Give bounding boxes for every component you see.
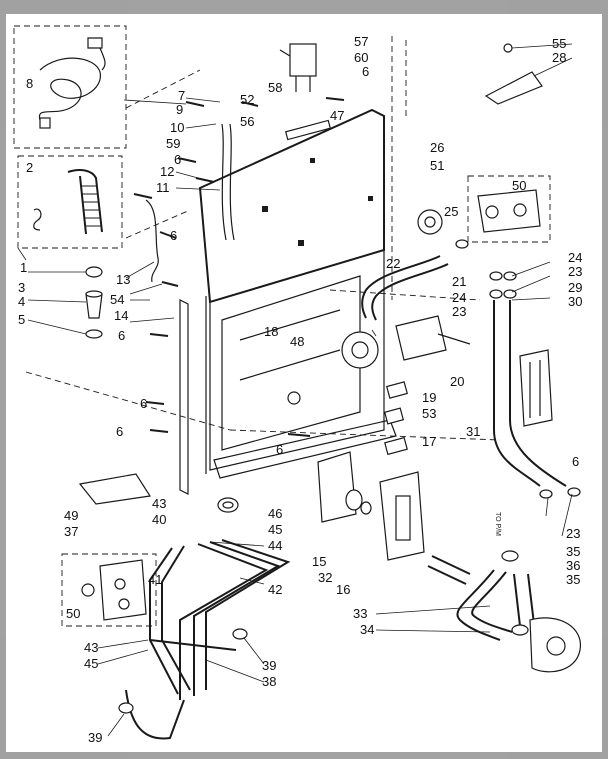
drain-connector-stack (85, 266, 103, 339)
callout-2: 2 (26, 160, 33, 175)
callout-41: 41 (148, 572, 162, 587)
callout-3: 3 (18, 280, 25, 295)
callout-43-a: 43 (152, 496, 166, 511)
callout-31: 31 (466, 424, 480, 439)
callout-35-b: 35 (566, 572, 580, 587)
guide-lines (25, 36, 501, 441)
power-cord-inset (13, 25, 127, 149)
callout-60: 60 (354, 50, 368, 65)
callout-47: 47 (330, 108, 344, 123)
callout-9: 9 (176, 102, 183, 117)
callout-13: 13 (116, 272, 130, 287)
callout-52: 52 (240, 92, 254, 107)
callout-59: 59 (166, 136, 180, 151)
callout-45-b: 45 (84, 656, 98, 671)
callout-6-b: 6 (170, 228, 177, 243)
callout-6-a: 6 (174, 152, 181, 167)
callout-8: 8 (26, 76, 33, 91)
callout-19: 19 (422, 390, 436, 405)
switch-assembly (279, 43, 332, 141)
callout-6-c: 6 (118, 328, 125, 343)
callout-21: 21 (452, 274, 466, 289)
callout-25: 25 (444, 204, 458, 219)
callout-43-b: 43 (84, 640, 98, 655)
callout-30: 30 (568, 294, 582, 309)
callout-7: 7 (178, 88, 185, 103)
callout-6-d: 6 (116, 424, 123, 439)
callout-45-a: 45 (268, 522, 282, 537)
lower-valve-inset (61, 553, 157, 627)
callout-23-c: 23 (566, 526, 580, 541)
callout-40: 40 (152, 512, 166, 527)
callout-50-a: 50 (512, 178, 526, 193)
callout-49: 49 (64, 508, 78, 523)
pump-filter (317, 451, 425, 561)
callout-23-a: 23 (452, 304, 466, 319)
callout-54: 54 (110, 292, 124, 307)
callout-58: 58 (268, 80, 282, 95)
callout-46: 46 (268, 506, 282, 521)
callout-18: 18 (264, 324, 278, 339)
callout-24-b: 24 (568, 250, 582, 265)
callout-32: 32 (318, 570, 332, 585)
callout-4: 4 (18, 294, 25, 309)
callout-11: 11 (156, 180, 170, 195)
callout-42: 42 (268, 582, 282, 597)
hose-bracket (519, 349, 553, 427)
callout-29: 29 (568, 280, 582, 295)
callout-48: 48 (290, 334, 304, 349)
callout-6-e: 6 (362, 64, 369, 79)
water-valve-inset (417, 175, 551, 249)
callout-10: 10 (170, 120, 184, 135)
leader-lines (17, 43, 573, 737)
callout-34: 34 (360, 622, 374, 637)
callout-55: 55 (552, 36, 566, 51)
callout-51: 51 (430, 158, 444, 173)
callout-39-a: 39 (262, 658, 276, 673)
drain-hose-assembly (427, 550, 581, 673)
callout-24-a: 24 (452, 290, 466, 305)
fill-hose (361, 255, 449, 321)
callout-38: 38 (262, 674, 276, 689)
callout-6-f: 6 (276, 442, 283, 457)
callout-57: 57 (354, 34, 368, 49)
callout-5: 5 (18, 312, 25, 327)
callout-33: 33 (353, 606, 367, 621)
callout-15: 15 (312, 554, 326, 569)
callout-23-b: 23 (568, 264, 582, 279)
callout-53: 53 (422, 406, 436, 421)
callout-6-g: 6 (572, 454, 579, 469)
callout-36: 36 (566, 558, 580, 573)
callout-numbers: 8 2 1 3 4 5 7 9 10 59 6 12 11 6 13 54 14… (18, 34, 582, 745)
callout-17: 17 (422, 434, 436, 449)
small-components (383, 315, 471, 456)
callout-28: 28 (552, 50, 566, 65)
inlet-hoses (489, 271, 581, 499)
callout-26: 26 (430, 140, 444, 155)
callout-37: 37 (64, 524, 78, 539)
rear-panel (179, 108, 397, 495)
callout-16: 16 (336, 582, 350, 597)
callout-6-h: 6 (140, 396, 147, 411)
bottom-bracket (78, 473, 152, 505)
tubing (118, 539, 291, 740)
gasket (217, 497, 239, 513)
callout-44: 44 (268, 538, 282, 553)
callout-39-b: 39 (88, 730, 102, 745)
drain-hose-inset (17, 155, 123, 249)
callout-50-b: 50 (66, 606, 80, 621)
wire-harness (145, 123, 235, 283)
callout-12: 12 (160, 164, 174, 179)
to-pump-label: TO P/M (494, 512, 501, 536)
callout-22: 22 (386, 256, 400, 271)
callout-14: 14 (114, 308, 128, 323)
hanger-bracket (484, 43, 543, 105)
callout-1: 1 (20, 260, 27, 275)
callout-20: 20 (450, 374, 464, 389)
screws (133, 97, 549, 437)
callout-35-a: 35 (566, 544, 580, 559)
callout-56: 56 (240, 114, 254, 129)
